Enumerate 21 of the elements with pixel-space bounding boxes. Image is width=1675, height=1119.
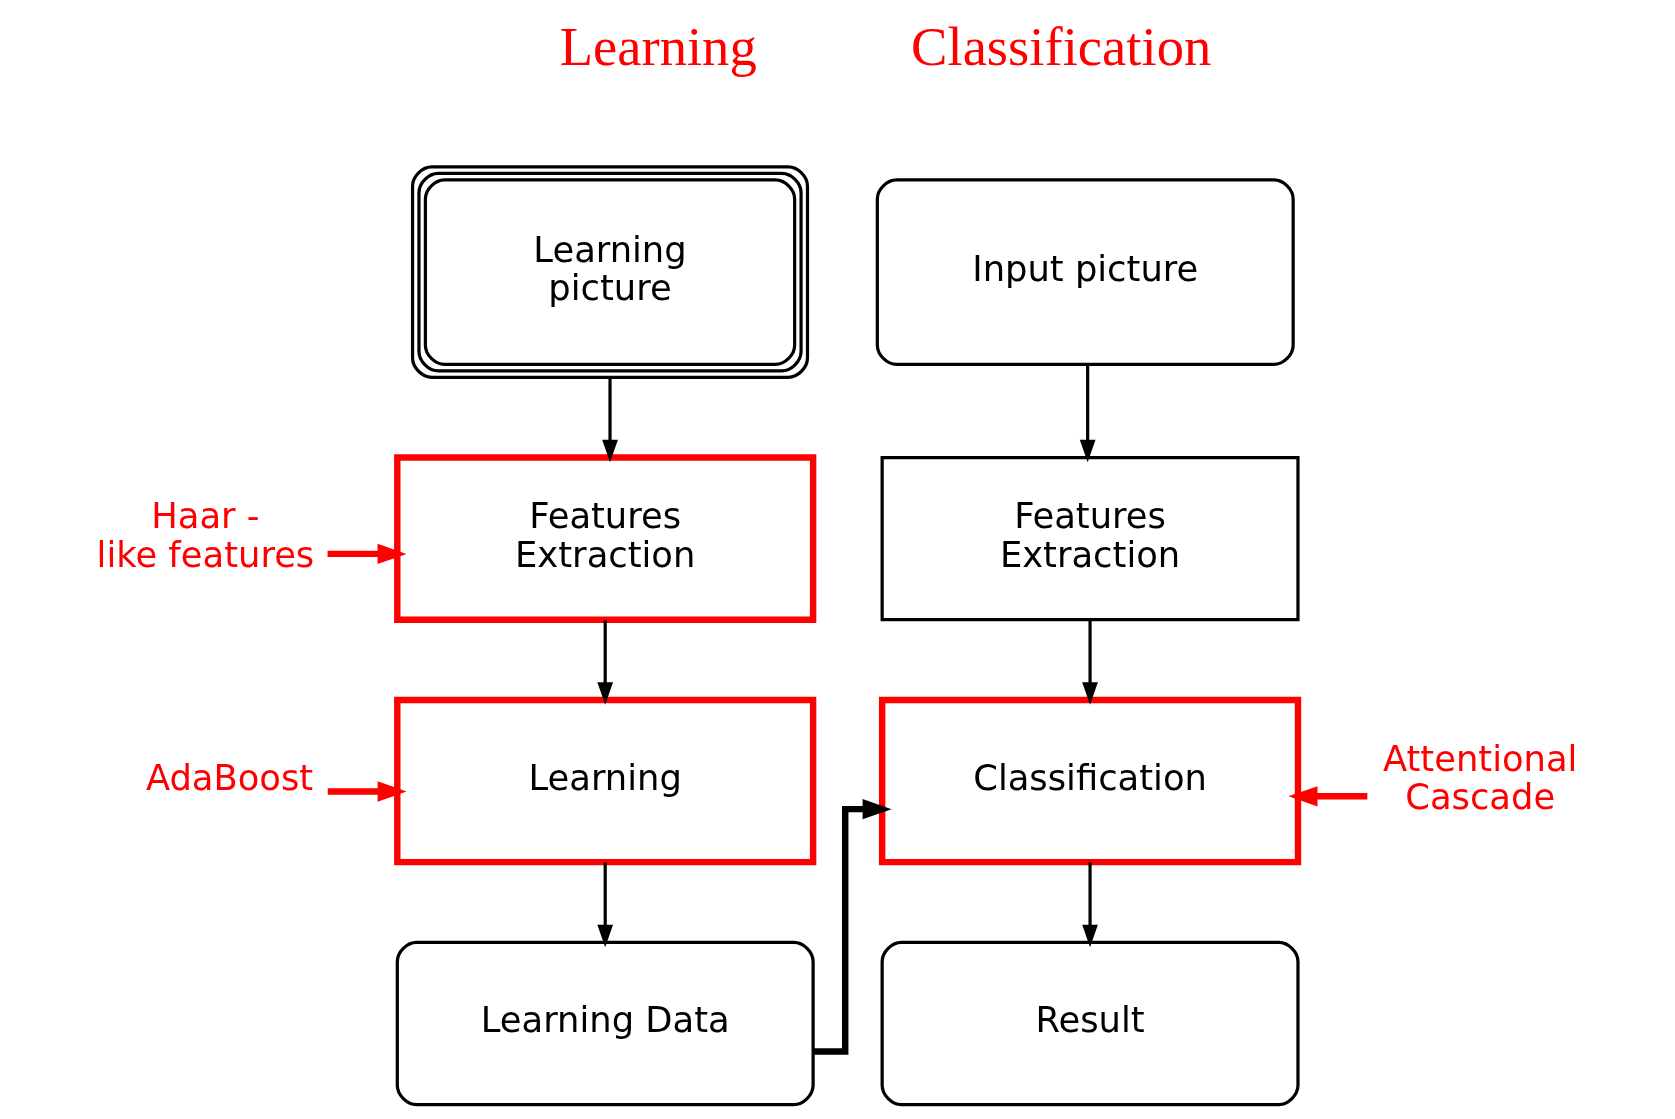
node-box: Learning Data [395, 940, 815, 1107]
arrow [596, 862, 613, 948]
node-box: Learning picture [410, 165, 809, 379]
label: Classification [910, 15, 1211, 77]
node-text: Haar - like features [96, 495, 314, 575]
arrow [601, 377, 618, 463]
arrow [1081, 620, 1098, 705]
arrow [1288, 786, 1367, 807]
node-box: Features Extraction [880, 455, 1300, 622]
node-text: AdaBoost [145, 757, 313, 799]
arrow [1081, 862, 1098, 948]
arrow [1079, 364, 1096, 463]
arrow [596, 620, 613, 705]
arrow [327, 781, 407, 802]
node-box: Learning [393, 696, 816, 866]
node-text: Attentional Cascade [1382, 737, 1577, 818]
node-box: Result [880, 940, 1300, 1107]
node-box: Features Extraction [393, 454, 816, 623]
node-box: Classification [878, 696, 1301, 866]
label: Learning [559, 15, 757, 77]
node-box: Input picture [875, 178, 1295, 367]
